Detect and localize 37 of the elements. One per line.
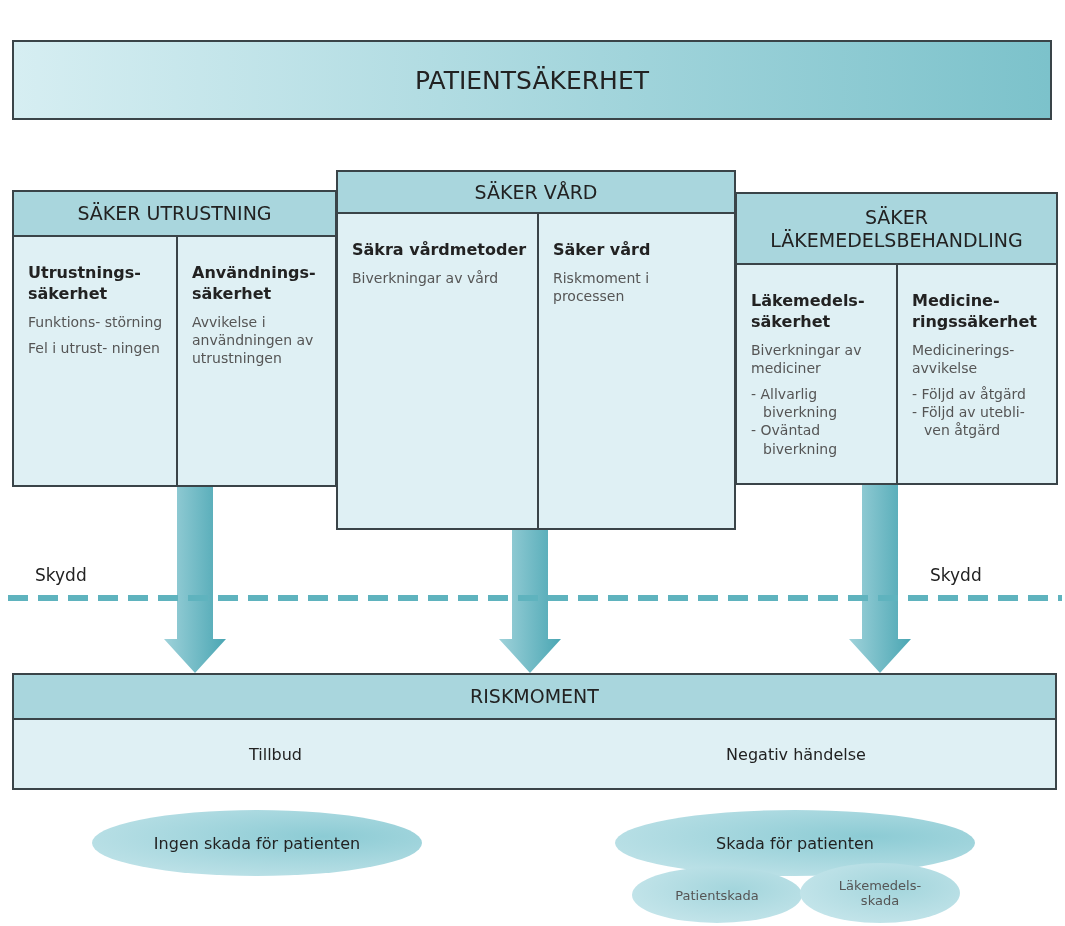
body-text: Riskmoment i processen (553, 268, 651, 306)
outcome-ellipse: Skada för patienten (615, 810, 975, 876)
outcome-cell: Negativ händelse (537, 720, 1055, 788)
outcome-ellipse: Ingen skada för patienten (92, 810, 422, 876)
title-banner: PATIENTSÄKERHET (12, 40, 1052, 120)
barrier-label: Skydd (35, 565, 87, 585)
body-text: Funktions- störning (28, 312, 164, 331)
block-arrow (849, 485, 911, 673)
category-panel (735, 192, 1058, 485)
body-text: Medicinerings- avvikelse (912, 340, 1016, 377)
outcome-ellipse: Patientskada (632, 867, 802, 923)
panel-heading: SÄKER LÄKEMEDELSBEHANDLING (737, 194, 1056, 265)
column-heading: Användnings- säkerhet (192, 263, 317, 305)
barrier-label: Skydd (930, 565, 982, 585)
outcome-ellipse: Läkemedels- skada (800, 863, 960, 923)
column-heading: Medicine- ringssäkerhet (912, 291, 1038, 333)
body-text: Biverkningar av vård (352, 268, 500, 287)
panel-heading: SÄKER UTRUSTNING (14, 192, 335, 237)
body-text: Avvikelse i användningen av utrustningen (192, 312, 315, 368)
column-heading: Utrustnings- säkerhet (28, 263, 142, 305)
block-arrow (499, 530, 561, 673)
body-text: Fel i utrust- ningen (28, 338, 161, 357)
list-item: - Följd av åtgärd (912, 384, 1027, 404)
panel-heading: SÄKER VÅRD (338, 172, 734, 214)
column-heading: Säkra vårdmetoder (352, 240, 527, 261)
outcome-cell: Tillbud (14, 720, 537, 788)
category-panel (336, 170, 736, 530)
list-item: - Allvarlig biverkning (751, 384, 839, 422)
list-item: - Följd av utebli- ven åtgärd (912, 403, 1026, 440)
column-heading: Säker vård (553, 240, 652, 261)
column-heading: Läkemedels- säkerhet (751, 291, 866, 333)
category-panel (12, 673, 1057, 790)
list-item: - Oväntad biverkning (751, 421, 839, 458)
category-panel (12, 190, 337, 487)
block-arrow (164, 487, 226, 673)
body-text: Biverkningar av mediciner (751, 340, 863, 377)
panel-heading: RISKMOMENT (14, 675, 1055, 720)
